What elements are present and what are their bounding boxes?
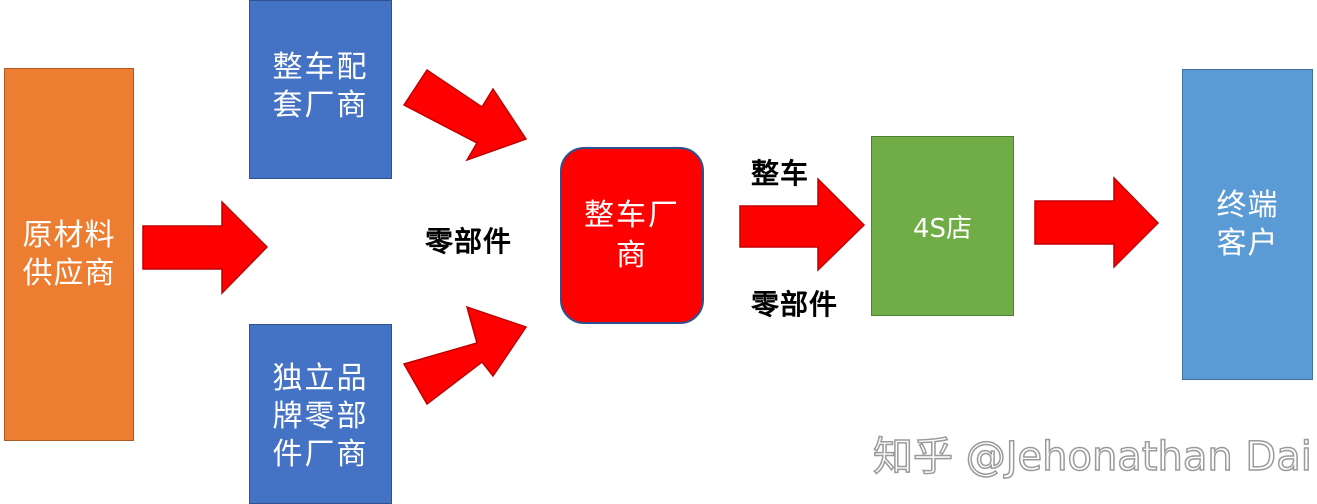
manufacturer-line1: 整车厂 bbox=[584, 197, 680, 233]
arrow-manufacturer-to-dealer bbox=[739, 177, 866, 272]
oem-supplier-line1: 整车配 bbox=[272, 49, 369, 85]
customer-line2: 客户 bbox=[1216, 225, 1279, 261]
arrow-dealer-to-customer bbox=[1034, 176, 1160, 269]
end-customer-box: 终端 客户 bbox=[1182, 69, 1313, 380]
arrow-independent-to-manufacturer bbox=[402, 305, 528, 406]
oem-supplier-box: 整车配 套厂商 bbox=[249, 0, 392, 179]
vehicle-manufacturer-box: 整车厂 商 bbox=[560, 147, 704, 324]
customer-line1: 终端 bbox=[1216, 187, 1279, 223]
raw-supplier-line1: 原材料 bbox=[22, 217, 116, 253]
watermark: 知乎 @Jehonathan Dai bbox=[872, 433, 1312, 481]
raw-material-supplier-box: 原材料 供应商 bbox=[4, 68, 134, 441]
raw-supplier-line2: 供应商 bbox=[22, 255, 116, 291]
dealer-label: 4S店 bbox=[912, 213, 973, 244]
manufacturer-line2: 商 bbox=[616, 237, 648, 273]
independent-parts-supplier-box: 独立品 牌零部 件厂商 bbox=[249, 324, 392, 504]
parts-label-right: 零部件 bbox=[751, 288, 839, 321]
dealer-4s-box: 4S店 bbox=[871, 136, 1014, 316]
arrow-oem-to-manufacturer bbox=[402, 68, 528, 162]
independent-supplier-line3: 件厂商 bbox=[272, 437, 369, 472]
arrow-raw-to-suppliers bbox=[142, 200, 269, 295]
independent-supplier-line2: 牌零部 bbox=[272, 399, 369, 434]
oem-supplier-line2: 套厂商 bbox=[272, 87, 369, 123]
parts-label-left: 零部件 bbox=[425, 225, 513, 258]
vehicle-label: 整车 bbox=[751, 157, 810, 190]
independent-supplier-line1: 独立品 bbox=[272, 361, 369, 396]
